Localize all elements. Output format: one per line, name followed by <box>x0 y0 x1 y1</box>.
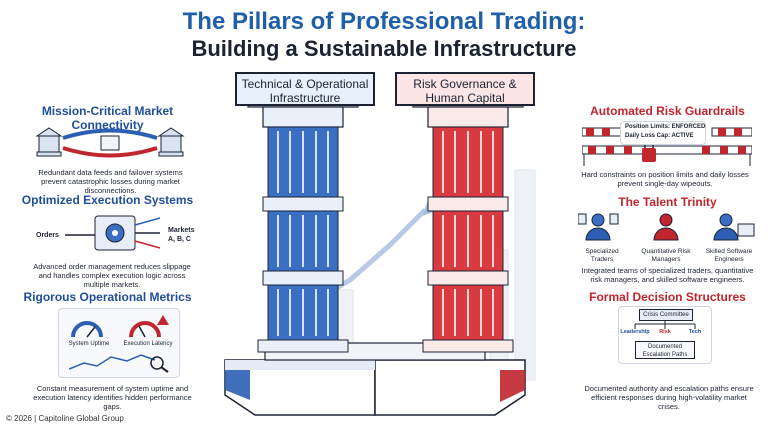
decision-desc: Documented authority and escalation path… <box>584 384 754 411</box>
guardrails-title: Automated Risk Guardrails <box>590 104 745 118</box>
talent-title: The Talent Trinity <box>618 195 717 209</box>
guardrails-desc: Hard constraints on position limits and … <box>581 170 749 188</box>
decision-org-chart: Crisis Committee Leadership Risk Tech Do… <box>618 306 712 364</box>
role-risk-managers: Quantitative Risk Managers <box>641 248 691 263</box>
crisis-committee-box: Crisis Committee <box>639 309 693 321</box>
connectivity-diagram-icon <box>35 127 185 158</box>
execution-desc: Advanced order management reduces slippa… <box>33 262 191 289</box>
title-line-1: The Pillars of Professional Trading: <box>182 8 586 35</box>
metrics-desc: Constant measurement of system uptime an… <box>33 384 192 411</box>
talent-desc: Integrated teams of specialized traders,… <box>581 266 754 284</box>
right-pillar-red <box>412 95 524 353</box>
uptime-label: System Uptime <box>68 341 110 347</box>
role-software-engineers: Skilled Software Engineers <box>705 248 753 263</box>
left-pillar-label: Technical & Operational Infrastructure <box>235 72 375 106</box>
daily-loss-status: Daily Loss Cap: ACTIVE <box>625 133 694 139</box>
execution-diagram-icon <box>65 215 161 251</box>
gauge-icon <box>71 315 169 338</box>
latency-label: Execution Latency <box>123 341 173 347</box>
member-tech: Tech <box>688 329 702 335</box>
member-leadership: Leadership <box>620 329 650 335</box>
barrier-icon <box>582 127 752 166</box>
connectivity-title: Mission-Critical Market Connectivity <box>41 104 174 132</box>
metrics-chart-icon <box>69 354 169 373</box>
connectivity-desc: Redundant data feeds and failover system… <box>38 168 183 195</box>
guardrail-status-card: Position Limits: ENFORCED Daily Loss Cap… <box>620 121 706 145</box>
left-pillar-blue <box>247 95 359 353</box>
role-traders: Specialized Traders <box>585 248 619 263</box>
metrics-title: Rigorous Operational Metrics <box>23 290 192 304</box>
talent-people-icons <box>578 213 755 241</box>
decision-title: Formal Decision Structures <box>589 290 746 304</box>
member-risk: Risk <box>659 329 671 335</box>
metrics-dashboard-card: System Uptime Execution Latency <box>58 308 180 378</box>
orders-label: Orders <box>36 232 59 239</box>
right-pillar-label: Risk Governance & Human Capital <box>395 72 535 106</box>
execution-title: Optimized Execution Systems <box>21 193 194 207</box>
footer-copyright: © 2026 | Capitoline Global Group <box>6 414 124 423</box>
org-chart-lines <box>634 320 696 329</box>
title-line-2: Building a Sustainable Infrastructure <box>191 36 577 61</box>
escalation-paths-box: Documented Escalation Paths <box>635 341 695 359</box>
markets-label: Markets A, B, C <box>168 227 195 243</box>
position-limits-status: Position Limits: ENFORCED <box>625 124 706 130</box>
